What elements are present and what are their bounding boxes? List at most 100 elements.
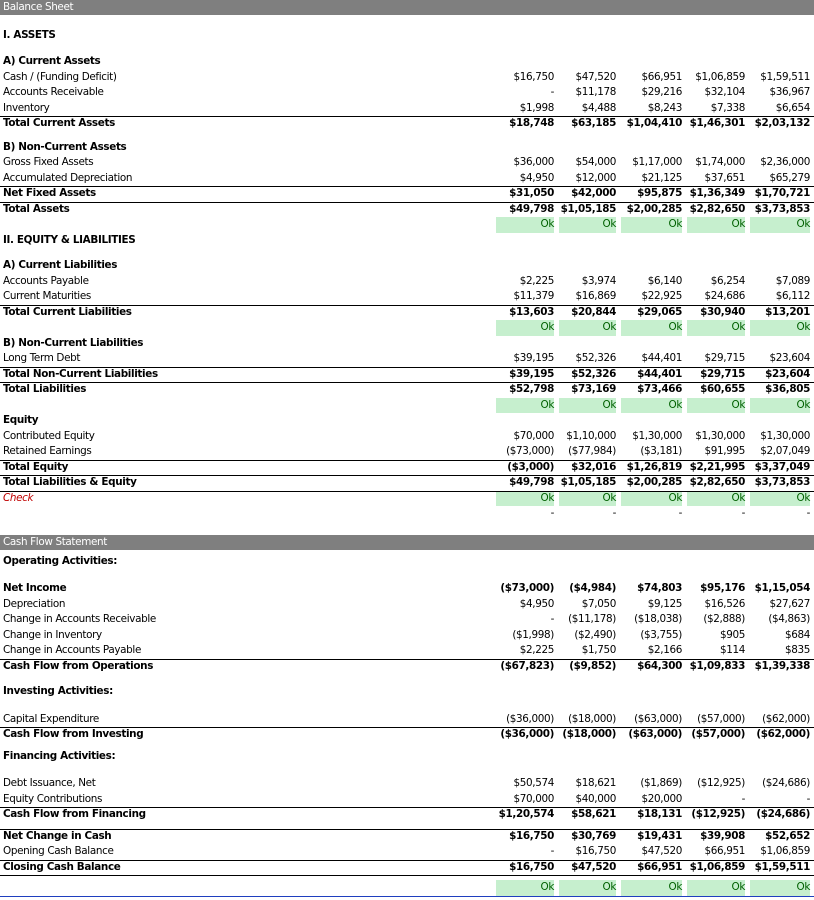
cell: $1,10,000 [566, 429, 616, 442]
table-row: Change in Accounts Receivable - ($11,178… [0, 612, 814, 628]
equity-heading-label: Equity [3, 414, 39, 426]
row-label: Current Maturities [3, 290, 91, 302]
cell: - [550, 86, 555, 98]
cell: $29,216 [641, 86, 682, 98]
cell: ($73,000) [500, 582, 554, 594]
ok-cell: Ok [559, 397, 616, 413]
cell: $73,466 [637, 383, 682, 395]
cell: ($12,925) [691, 808, 745, 820]
cell: $2,166 [647, 644, 683, 656]
cell: $20,844 [571, 305, 616, 318]
net-income-row: Net Income ($73,000) ($4,984) $74,803 $9… [0, 581, 814, 597]
net-fixed-assets-row: Net Fixed Assets $31,050 $42,000 $95,875… [0, 186, 814, 202]
table-row: Cash / (Funding Deficit) $16,750 $47,520… [0, 70, 814, 86]
ok-cell: Ok [496, 490, 554, 506]
cell: $1,09,833 [689, 659, 746, 672]
row-label: Total Current Assets [3, 117, 115, 129]
cell: $1,26,819 [626, 460, 683, 473]
cell: - [741, 792, 746, 805]
table-row: Gross Fixed Assets $36,000 $54,000 $1,17… [0, 155, 814, 171]
cell: $32,104 [704, 86, 745, 98]
cell: $54,000 [575, 156, 616, 168]
cell: $1,06,859 [695, 70, 745, 83]
cell: $64,300 [637, 659, 682, 672]
cell: $95,875 [637, 187, 682, 199]
cell: $42,000 [571, 187, 616, 199]
row-label: Debt Issuance, Net [3, 777, 96, 789]
cell: ($18,000) [562, 728, 616, 740]
non-current-assets-heading: B) Non-Current Assets [0, 140, 814, 156]
cell: $1,30,000 [695, 429, 745, 442]
non-current-assets-heading-label: B) Non-Current Assets [3, 140, 127, 153]
table-row: Contributed Equity $70,000 $1,10,000 $1,… [0, 429, 814, 445]
total-current-liabilities-row: Total Current Liabilities $13,603 $20,84… [0, 304, 814, 321]
cell: ($1,869) [640, 777, 682, 789]
cell: $1,06,859 [760, 845, 810, 857]
cell: $18,131 [637, 808, 682, 820]
total-equity-row: Total Equity ($3,000) $32,016 $1,26,819 … [0, 459, 814, 476]
table-row: Inventory $1,998 $4,488 $8,243 $7,338 $6… [0, 101, 814, 117]
cell: $29,715 [700, 367, 745, 380]
cell: $3,73,853 [754, 202, 811, 215]
cell: ($77,984) [568, 445, 616, 457]
cell: $1,46,301 [689, 117, 746, 129]
cell: $1,998 [519, 101, 555, 114]
cell: $12,000 [575, 171, 616, 184]
cell: $20,000 [641, 792, 682, 805]
cell: $835 [784, 644, 810, 656]
ok-cell: Ok [750, 490, 810, 506]
row-label: Net Fixed Assets [3, 187, 96, 199]
cell: $74,803 [637, 582, 682, 594]
total-current-assets-row: Total Current Assets $18,748 $63,185 $1,… [0, 116, 814, 132]
cell: ($24,686) [756, 808, 810, 820]
cell: $52,326 [575, 352, 616, 364]
cell: ($36,000) [500, 728, 554, 740]
cell: $30,769 [571, 829, 616, 842]
cell: $19,431 [637, 829, 682, 842]
row-label: Accounts Receivable [3, 86, 104, 98]
cell: $4,950 [519, 171, 555, 184]
cell: $47,520 [575, 70, 616, 83]
cash-check-row: Ok Ok Ok Ok Ok [0, 880, 814, 897]
cell: $7,050 [581, 597, 617, 610]
cell: $3,73,853 [754, 476, 811, 488]
cell: $1,15,054 [754, 582, 811, 594]
cash-flow-header: Cash Flow Statement [0, 534, 814, 550]
cash-flow-title: Cash Flow Statement [3, 535, 107, 548]
row-label: Cash Flow from Financing [3, 808, 146, 820]
row-label: Change in Inventory [3, 628, 102, 641]
cell: $29,715 [704, 352, 745, 364]
cell: $16,750 [575, 845, 616, 857]
cell: ($1,998) [512, 628, 554, 641]
row-label: Cash Flow from Operations [3, 659, 154, 672]
cell: $23,604 [769, 352, 810, 364]
table-row: Change in Inventory ($1,998) ($2,490) ($… [0, 628, 814, 644]
cell: $6,140 [647, 274, 683, 287]
row-label: Total Equity [3, 460, 69, 473]
table-row: Equity Contributions $70,000 $40,000 $20… [0, 792, 814, 808]
ok-cell: Ok [559, 320, 616, 336]
cell: ($2,490) [574, 628, 616, 641]
ok-cell: Ok [559, 217, 616, 233]
current-liabilities-heading: A) Current Liabilities [0, 258, 814, 274]
opening-cash-row: Opening Cash Balance - $16,750 $47,520 $… [0, 844, 814, 860]
cell: $66,951 [704, 845, 745, 857]
cell: $1,30,000 [760, 429, 810, 442]
ok-cell: Ok [687, 397, 745, 413]
cell: $36,967 [769, 86, 810, 98]
ok-cell: Ok [750, 320, 810, 336]
ok-cell: Ok [496, 397, 554, 413]
table-row: Capital Expenditure ($36,000) ($18,000) … [0, 712, 814, 728]
cell: $4,488 [581, 101, 617, 114]
row-label: Accounts Payable [3, 274, 89, 287]
row-label: Retained Earnings [3, 445, 92, 457]
equity-liabilities-heading: II. EQUITY & LIABILITIES [0, 233, 814, 249]
cell: $9,125 [647, 597, 683, 610]
total-liabilities-equity-row: Total Liabilities & Equity $49,798 $1,05… [0, 475, 814, 491]
cell: ($63,000) [628, 728, 682, 740]
cell: ($18,038) [634, 613, 682, 625]
table-row: Current Maturities $11,379 $16,869 $22,9… [0, 289, 814, 305]
cell: $27,627 [769, 597, 810, 610]
cell: $2,03,132 [754, 117, 811, 129]
